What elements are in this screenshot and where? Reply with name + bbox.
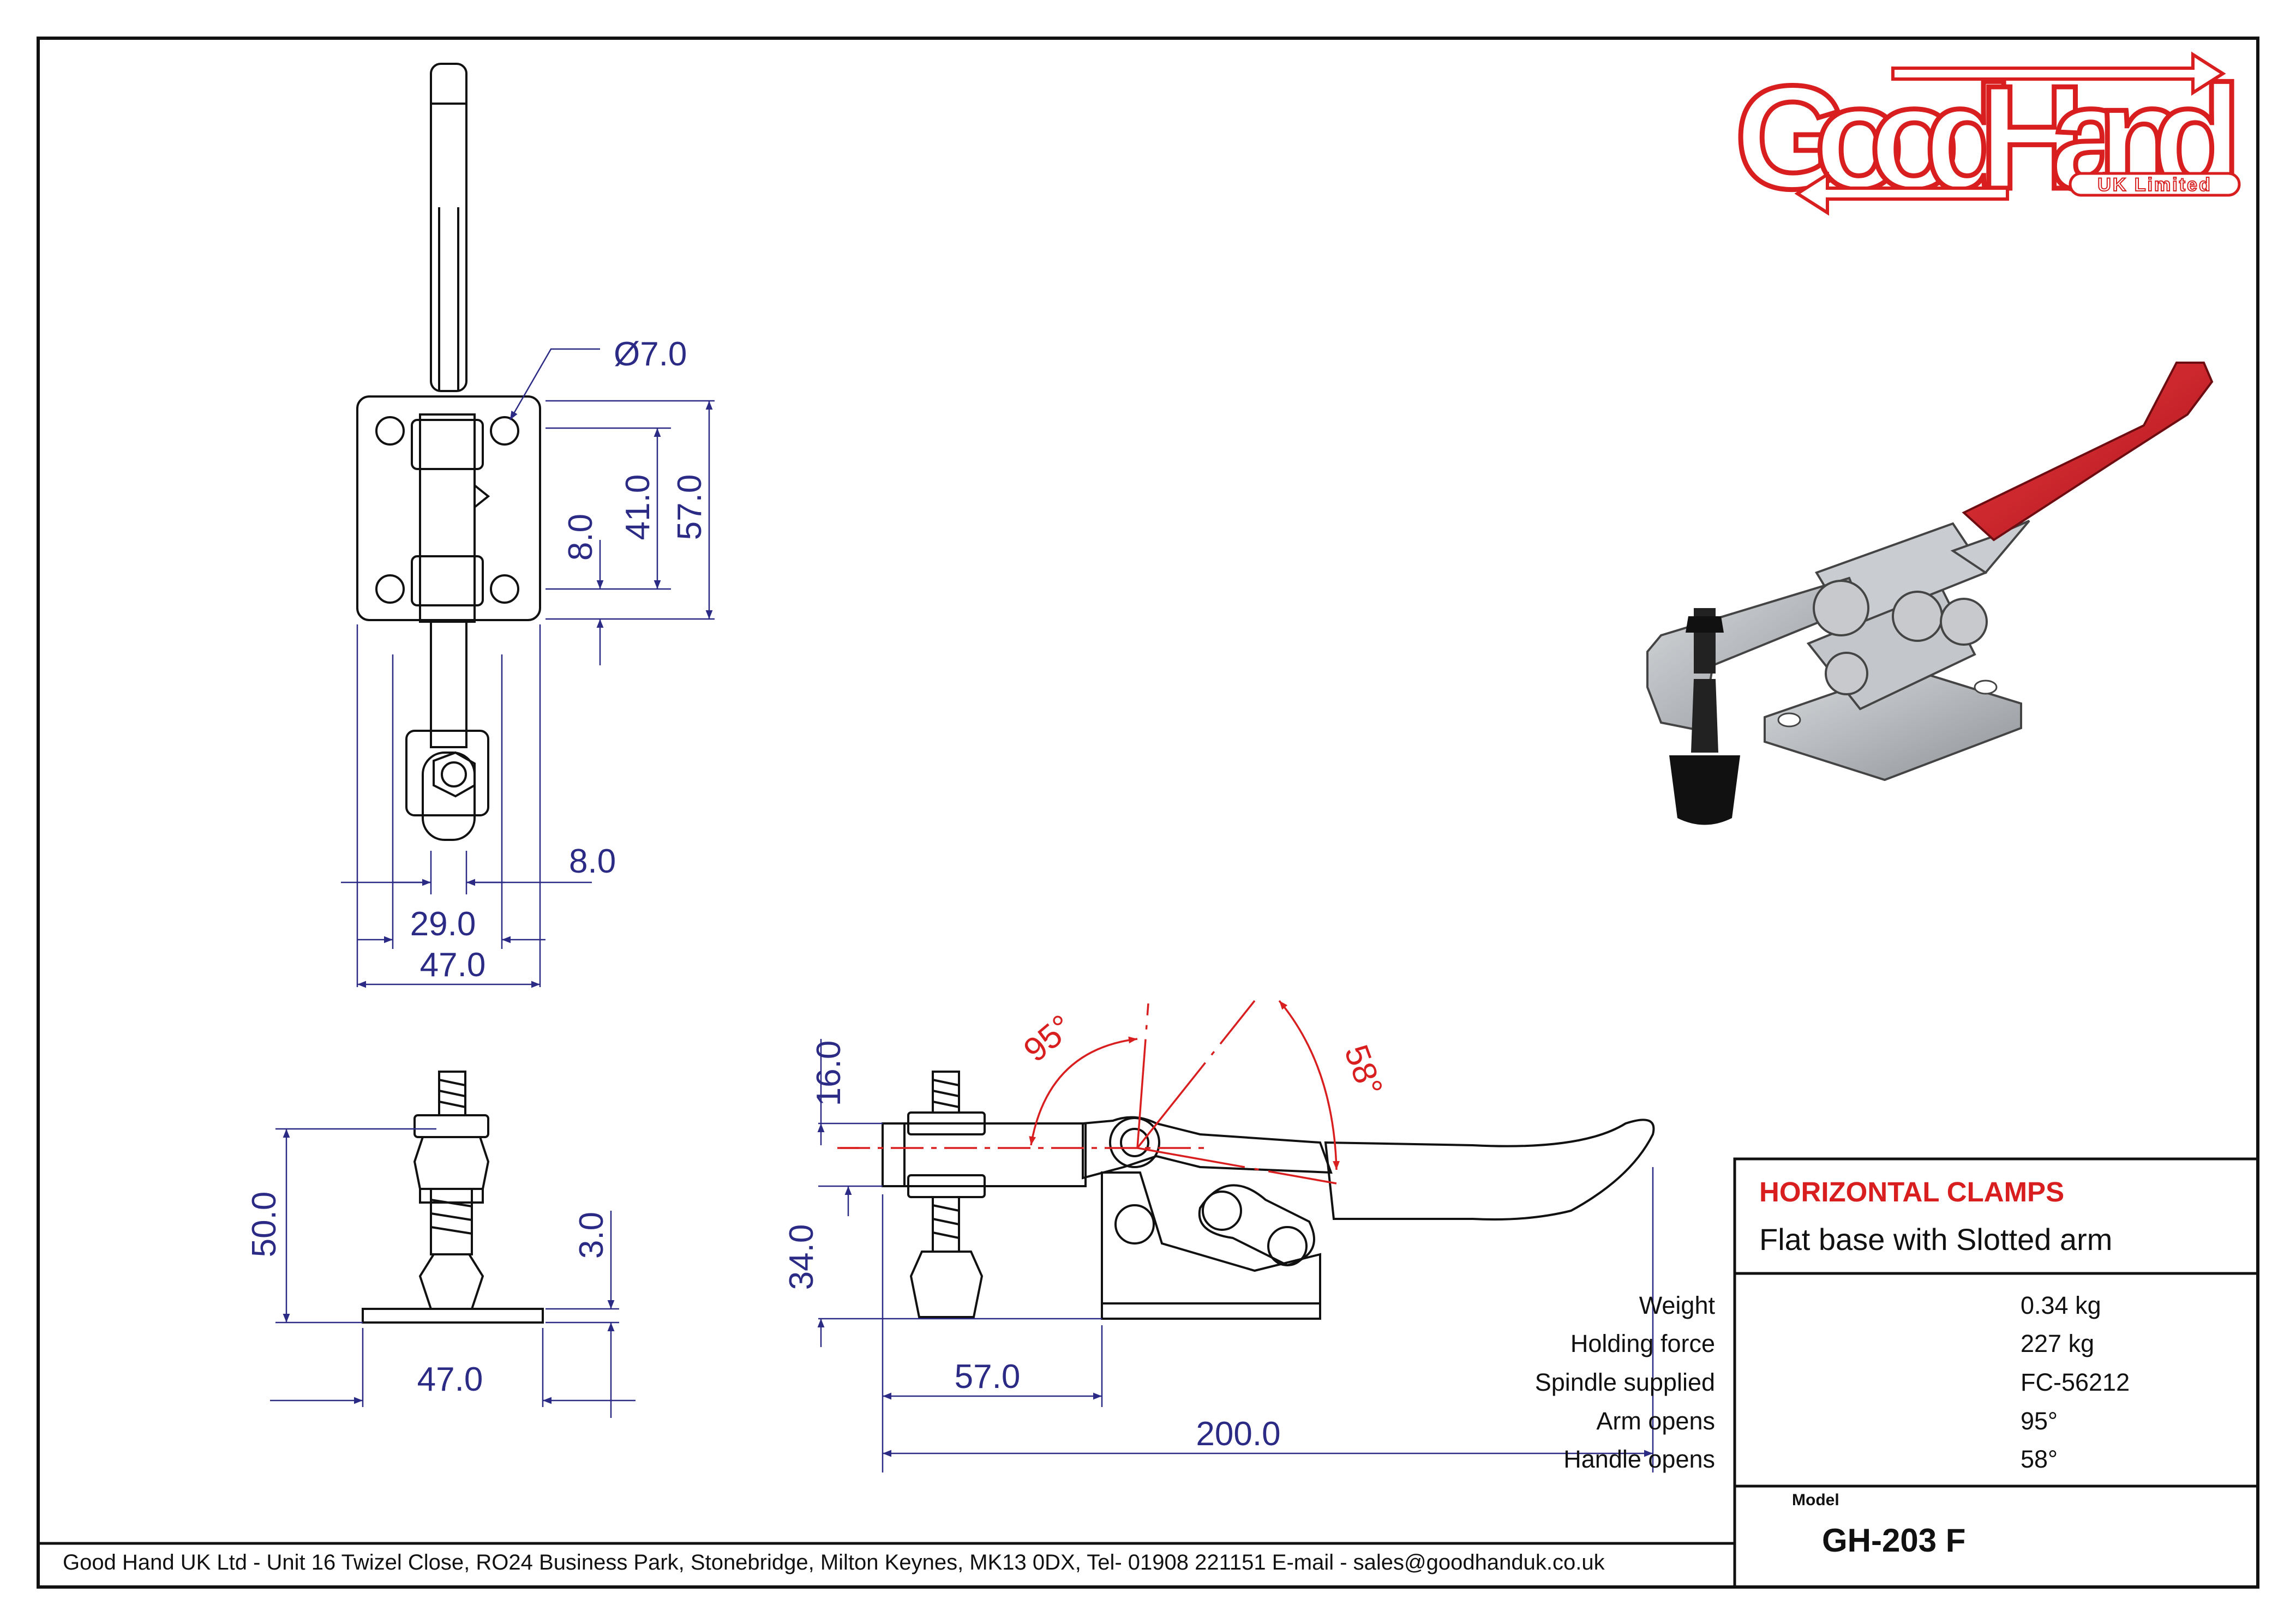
goodhand-logo: GoodHand UK Limited	[1733, 51, 2245, 223]
side-view-spindle-top	[932, 1071, 960, 1114]
sheet-border	[37, 37, 2259, 1589]
dim-41: 41.0	[619, 474, 657, 540]
dim-47-top: 47.0	[420, 946, 486, 984]
side-view-base	[1101, 1302, 1321, 1320]
side-view-bracket	[1101, 1171, 1321, 1303]
spec-value: 0.34 kg	[2021, 1291, 2101, 1319]
illus-pivot	[1892, 591, 1943, 642]
end-view-dimensions	[270, 1128, 636, 1418]
side-view-pivot	[1109, 1117, 1160, 1168]
illus-base-hole	[1974, 680, 1998, 695]
dim-47-end: 47.0	[417, 1361, 483, 1398]
spec-value: 227 kg	[2021, 1330, 2095, 1357]
title-block-frame	[1733, 1157, 2259, 1589]
title-block-subtitle: Flat base with Slotted arm	[1759, 1222, 2113, 1257]
side-view-angles	[837, 1000, 1340, 1185]
model-label: Model	[1792, 1491, 1839, 1509]
top-view	[356, 63, 541, 841]
dim-8-vertical: 8.0	[562, 514, 600, 561]
spec-value: FC-56212	[2021, 1368, 2130, 1396]
title-block-title: HORIZONTAL CLAMPS	[1759, 1176, 2065, 1207]
spec-label: Arm opens	[1596, 1407, 1715, 1435]
top-view-slot	[422, 752, 476, 841]
illus-nut	[1686, 616, 1724, 633]
top-view-nut	[433, 751, 476, 798]
end-view-tip	[418, 1253, 484, 1310]
spec-label: Weight	[1639, 1291, 1715, 1319]
top-view-arm	[430, 621, 467, 748]
top-view-hole	[375, 574, 405, 604]
illus-handle-stem	[1950, 520, 2030, 574]
logo-tagline-pill	[2069, 172, 2241, 197]
end-view-base	[362, 1308, 544, 1324]
angle-arm-opens: 95°	[1017, 1008, 1080, 1069]
footer-address: Good Hand UK Ltd - Unit 16 Twizel Close,…	[63, 1550, 1605, 1574]
spec-label: Holding force	[1570, 1330, 1715, 1357]
top-view-hole	[490, 574, 519, 604]
dim-8-horizontal: 8.0	[569, 843, 616, 880]
top-view-hole	[490, 416, 519, 446]
logo-arrow-right-icon	[1891, 51, 2226, 96]
illus-pivot	[1813, 580, 1869, 636]
top-view-dimensions	[341, 348, 715, 988]
dim-3: 3.0	[573, 1212, 610, 1259]
side-view-handle	[1324, 1119, 1655, 1221]
dim-16: 16.0	[810, 1041, 848, 1107]
side-view-dimensions	[817, 1039, 1654, 1472]
illus-spindle-lower	[1691, 679, 1718, 753]
side-view-pivot	[1114, 1204, 1155, 1245]
top-view-base-plate	[356, 395, 541, 621]
dim-57-side: 57.0	[955, 1358, 1021, 1396]
clamp-illustration	[1646, 362, 2214, 825]
top-view-hole	[375, 416, 405, 446]
illus-pivot	[1825, 652, 1868, 695]
dim-50: 50.0	[245, 1192, 283, 1258]
dim-57-top: 57.0	[671, 474, 709, 540]
dim-200: 200.0	[1196, 1415, 1280, 1453]
illus-base-hole	[1777, 712, 1801, 728]
illus-handle-grip	[1962, 362, 2214, 542]
angle-handle-opens: 58°	[1337, 1040, 1390, 1101]
spec-label: Spindle supplied	[1534, 1368, 1715, 1396]
illus-rubber-tip	[1669, 755, 1740, 825]
logo-tagline: UK Limited	[2097, 175, 2211, 195]
dim-34: 34.0	[783, 1224, 820, 1290]
spec-label: Handle opens	[1563, 1445, 1715, 1473]
logo-arrow-left-icon	[1794, 171, 2009, 216]
model-number: GH-203 F	[1822, 1522, 1966, 1559]
illus-pivot	[1940, 598, 1988, 646]
side-view-tip	[909, 1251, 984, 1318]
end-view	[362, 1071, 544, 1324]
end-view-arm	[413, 1136, 490, 1190]
dim-hole-diameter: Ø7.0	[614, 335, 687, 373]
dim-29: 29.0	[410, 905, 476, 943]
spec-value: 58°	[2021, 1445, 2058, 1473]
side-view-link	[1198, 1184, 1315, 1267]
side-view	[882, 1071, 1655, 1320]
top-view-handle	[430, 63, 467, 392]
spec-value: 95°	[2021, 1407, 2058, 1435]
